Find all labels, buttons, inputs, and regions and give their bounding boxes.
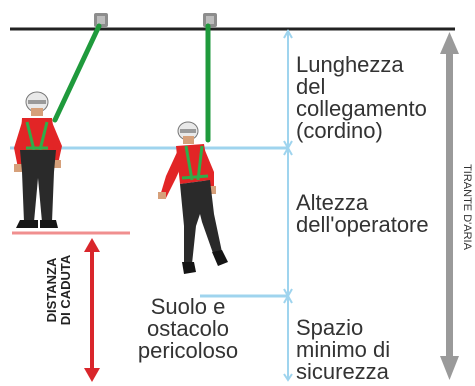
fall-distance-arrow [84,238,100,382]
air-draft-arrow [440,32,459,380]
anchor-point-icon [203,13,217,27]
worker-standing-icon [14,91,62,228]
lanyard-length-label: Lunghezza del collegamento (cordino) [296,52,427,143]
air-draft-label: TIRANTE D'ARIA [461,164,473,250]
ground-label: Suolo e ostacolo pericoloso [137,294,239,363]
worker-height-label: Altezza dell'operatore [296,190,429,237]
fall-distance-label: DISTANZA DI CADUTA [44,254,73,326]
lanyard-standing [52,23,102,123]
worker-hanging-icon [158,121,228,274]
anchor-point-icon [94,13,108,27]
safety-space-label: Spazio minimo di sicurezza [296,315,391,384]
